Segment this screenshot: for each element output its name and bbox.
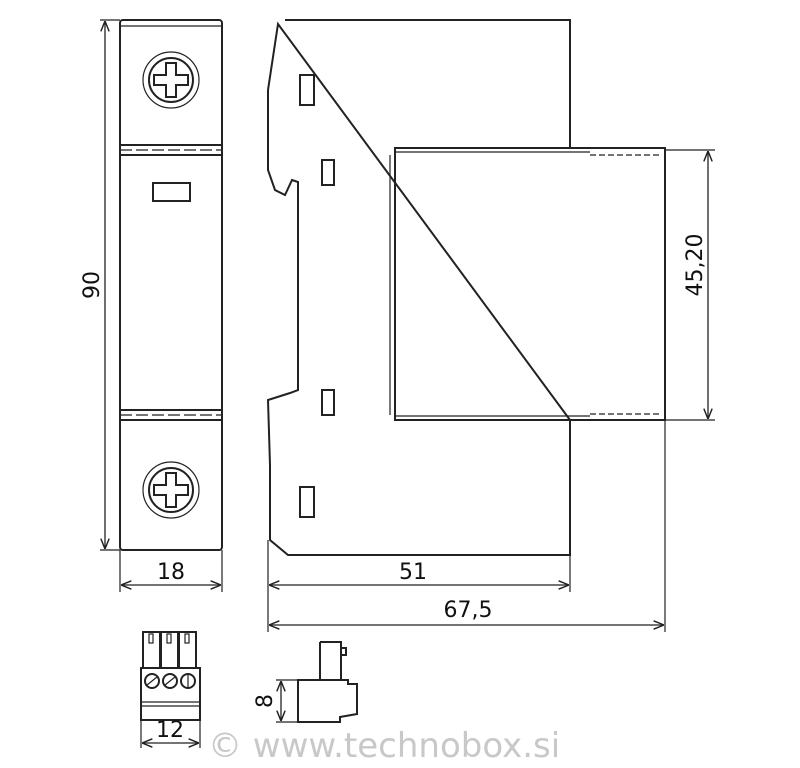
screw-icon-top <box>142 51 200 109</box>
dim-height-label: 90 <box>80 271 105 299</box>
dim-width-label: 18 <box>157 560 185 585</box>
dim-connector-width-label: 12 <box>156 718 184 743</box>
watermark: © www.technobox.si <box>208 726 560 766</box>
screw-icon-bottom <box>142 461 200 519</box>
side-view: 45,20 51 67,5 <box>266 19 715 632</box>
dim-depth-total-label: 67,5 <box>444 598 493 623</box>
dim-connector-height-label: 8 <box>253 694 278 708</box>
connector-side-view: 8 <box>253 641 358 723</box>
dim-module-height-label: 45,20 <box>683 234 708 297</box>
dim-depth-body-label: 51 <box>399 560 427 585</box>
front-view: 90 18 <box>80 19 223 592</box>
connector-front-view: 12 <box>140 631 201 748</box>
